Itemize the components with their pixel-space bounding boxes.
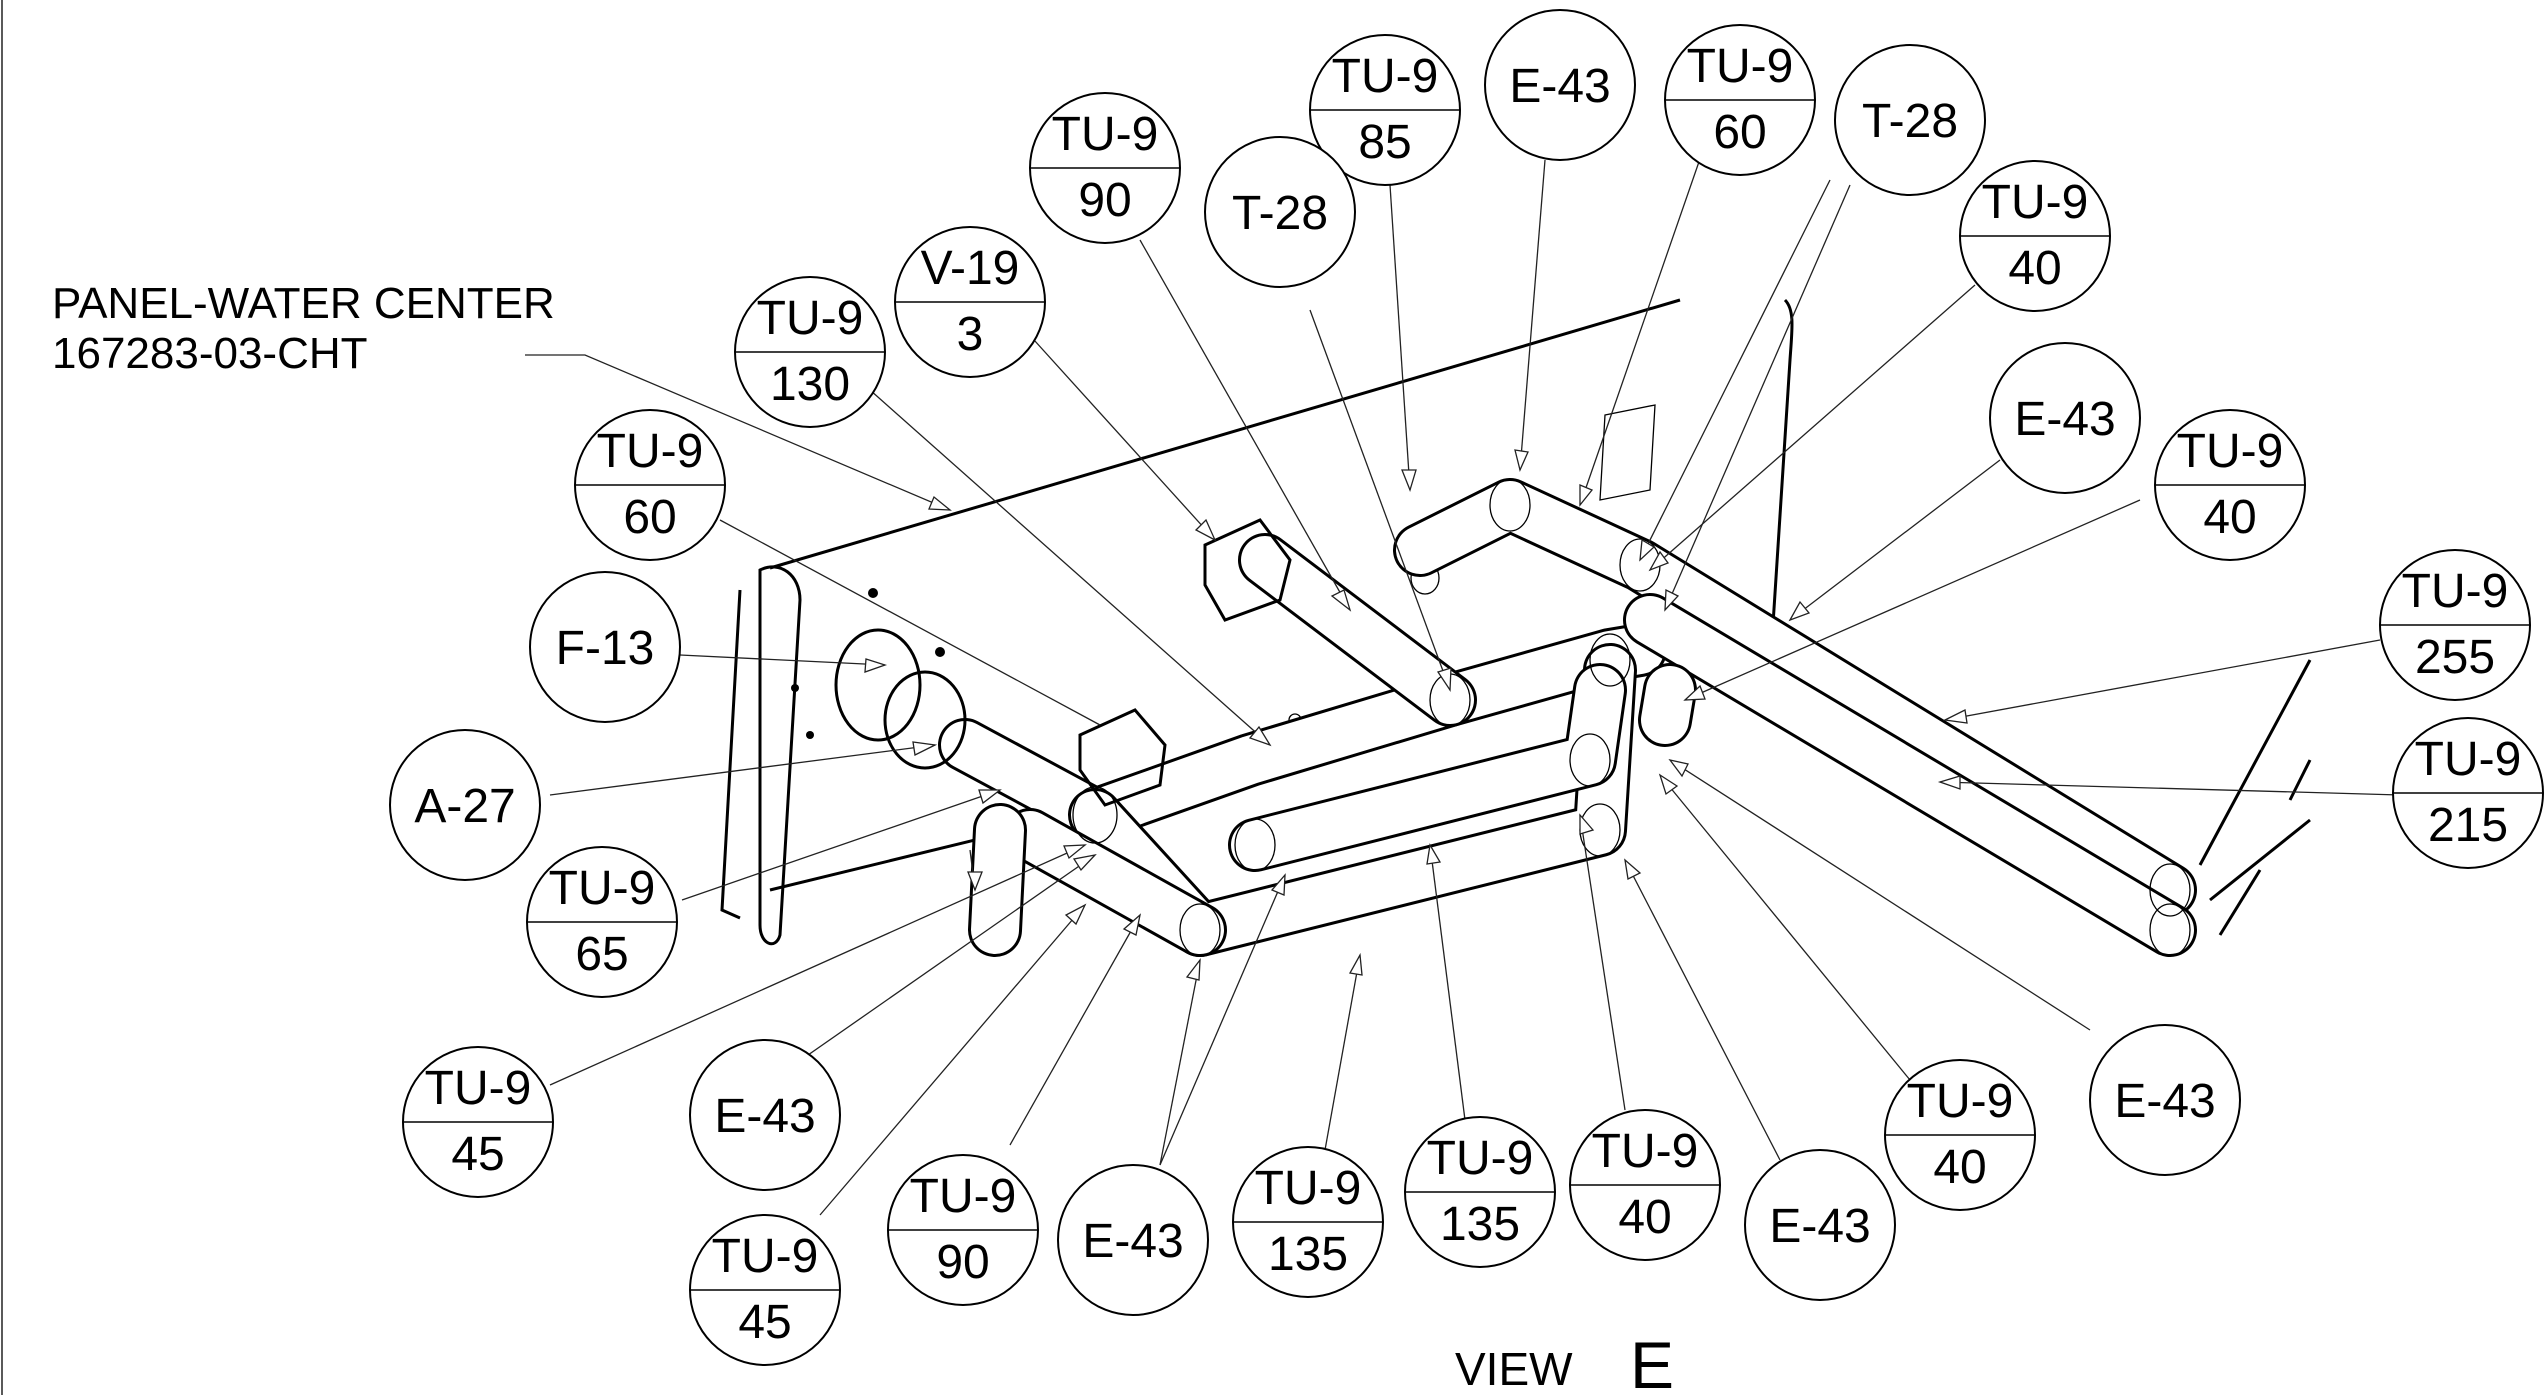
balloon-tu9-85: TU-9 85 — [1309, 34, 1461, 186]
svg-text:TU-9: TU-9 — [757, 292, 864, 345]
balloon-t28-right: T-28 — [1834, 44, 1986, 196]
svg-text:T-28: T-28 — [1862, 95, 1958, 148]
svg-text:TU-9: TU-9 — [712, 1230, 819, 1283]
view-title-letter: E — [1630, 1328, 1674, 1395]
fitting-f13 — [834, 628, 922, 742]
panel-cutout — [1599, 404, 1656, 501]
svg-text:TU-9: TU-9 — [2415, 733, 2522, 786]
svg-text:255: 255 — [2415, 631, 2495, 684]
balloon-tu9-60-left: TU-9 60 — [574, 409, 726, 561]
svg-text:130: 130 — [770, 358, 850, 411]
balloon-tu9-90-bottom: TU-9 90 — [887, 1154, 1039, 1306]
valve-nut — [1078, 708, 1167, 807]
balloon-tu9-45-bottom: TU-9 45 — [689, 1214, 841, 1366]
svg-text:TU-9: TU-9 — [1907, 1075, 2014, 1128]
balloon-tu9-40-bottom: TU-9 40 — [1569, 1109, 1721, 1261]
balloon-tu9-90-top: TU-9 90 — [1029, 92, 1181, 244]
balloon-tu9-40-upper: TU-9 40 — [1959, 160, 2111, 312]
view-title: VIEW E — [1455, 1328, 1674, 1395]
svg-text:T-28: T-28 — [1232, 187, 1328, 240]
svg-text:TU-9: TU-9 — [425, 1062, 532, 1115]
svg-text:60: 60 — [1713, 106, 1766, 159]
panel-note-line1: PANEL-WATER CENTER — [52, 279, 555, 328]
svg-text:45: 45 — [451, 1128, 504, 1181]
svg-text:40: 40 — [1618, 1191, 1671, 1244]
svg-text:TU-9: TU-9 — [910, 1170, 1017, 1223]
svg-text:E-43: E-43 — [2014, 393, 2115, 446]
svg-text:TU-9: TU-9 — [2177, 425, 2284, 478]
svg-text:TU-9: TU-9 — [1982, 176, 2089, 229]
balloon-tu9-135-b: TU-9 135 — [1404, 1116, 1556, 1268]
svg-text:45: 45 — [738, 1296, 791, 1349]
svg-text:85: 85 — [1358, 116, 1411, 169]
balloon-e43-right: E-43 — [1989, 342, 2141, 494]
svg-text:90: 90 — [1078, 174, 1131, 227]
svg-text:A-27: A-27 — [414, 780, 515, 833]
valve-v19 — [1203, 518, 1292, 622]
balloon-tu9-255: TU-9 255 — [2379, 549, 2531, 701]
balloon-tu9-40-right: TU-9 40 — [2154, 409, 2306, 561]
svg-text:TU-9: TU-9 — [597, 425, 704, 478]
svg-text:65: 65 — [575, 928, 628, 981]
balloon-e43-lower-left: E-43 — [689, 1039, 841, 1191]
pipe-fittings — [834, 478, 2312, 957]
svg-text:40: 40 — [2203, 491, 2256, 544]
balloon-e43-far-right: E-43 — [2089, 1024, 2241, 1176]
panel-note: PANEL-WATER CENTER 167283-03-CHT — [52, 279, 555, 378]
panel-note-line2: 167283-03-CHT — [52, 329, 368, 378]
svg-text:TU-9: TU-9 — [1687, 40, 1794, 93]
svg-text:40: 40 — [2008, 242, 2061, 295]
balloon-tu9-215: TU-9 215 — [2392, 717, 2544, 869]
view-title-prefix: VIEW — [1455, 1343, 1573, 1395]
balloon-tu9-40-lower-right: TU-9 40 — [1884, 1059, 2036, 1211]
svg-text:V-19: V-19 — [921, 242, 1020, 295]
svg-text:TU-9: TU-9 — [1592, 1125, 1699, 1178]
balloon-tu9-65: TU-9 65 — [526, 846, 678, 998]
svg-text:135: 135 — [1440, 1198, 1520, 1251]
svg-text:TU-9: TU-9 — [1427, 1132, 1534, 1185]
svg-text:TU-9: TU-9 — [2402, 565, 2509, 618]
svg-text:TU-9: TU-9 — [1052, 108, 1159, 161]
balloon-t28-left: T-28 — [1204, 136, 1356, 288]
svg-text:40: 40 — [1933, 1141, 1986, 1194]
balloon-tu9-45-left: TU-9 45 — [402, 1046, 554, 1198]
balloon-v19-3: V-19 3 — [894, 226, 1046, 378]
balloon-tu9-135-a: TU-9 135 — [1232, 1146, 1384, 1298]
svg-text:E-43: E-43 — [714, 1090, 815, 1143]
balloon-e43-top: E-43 — [1484, 9, 1636, 161]
leader-lines — [525, 129, 2401, 1216]
pipe-runs — [938, 478, 2197, 957]
svg-text:90: 90 — [936, 1236, 989, 1289]
svg-text:E-43: E-43 — [2114, 1075, 2215, 1128]
svg-text:3: 3 — [957, 308, 984, 361]
svg-text:E-43: E-43 — [1509, 60, 1610, 113]
balloon-f13: F-13 — [529, 571, 681, 723]
callout-balloons: TU-9 90 TU-9 85 E-43 TU-9 60 T-28 T-28 V… — [389, 9, 2544, 1366]
svg-text:215: 215 — [2428, 799, 2508, 852]
svg-text:TU-9: TU-9 — [1255, 1162, 1362, 1215]
balloon-tu9-60-top: TU-9 60 — [1664, 24, 1816, 176]
svg-text:TU-9: TU-9 — [549, 862, 656, 915]
leader-arrowheads — [864, 449, 1968, 981]
svg-text:60: 60 — [623, 491, 676, 544]
svg-text:E-43: E-43 — [1082, 1215, 1183, 1268]
svg-text:TU-9: TU-9 — [1332, 50, 1439, 103]
svg-text:F-13: F-13 — [556, 622, 655, 675]
balloon-e43-bottom-right: E-43 — [1744, 1149, 1896, 1301]
balloon-a27: A-27 — [389, 729, 541, 881]
balloon-e43-bottom-center: E-43 — [1057, 1164, 1209, 1316]
balloon-tu9-130: TU-9 130 — [734, 276, 886, 428]
svg-text:E-43: E-43 — [1769, 1200, 1870, 1253]
svg-text:135: 135 — [1268, 1228, 1348, 1281]
